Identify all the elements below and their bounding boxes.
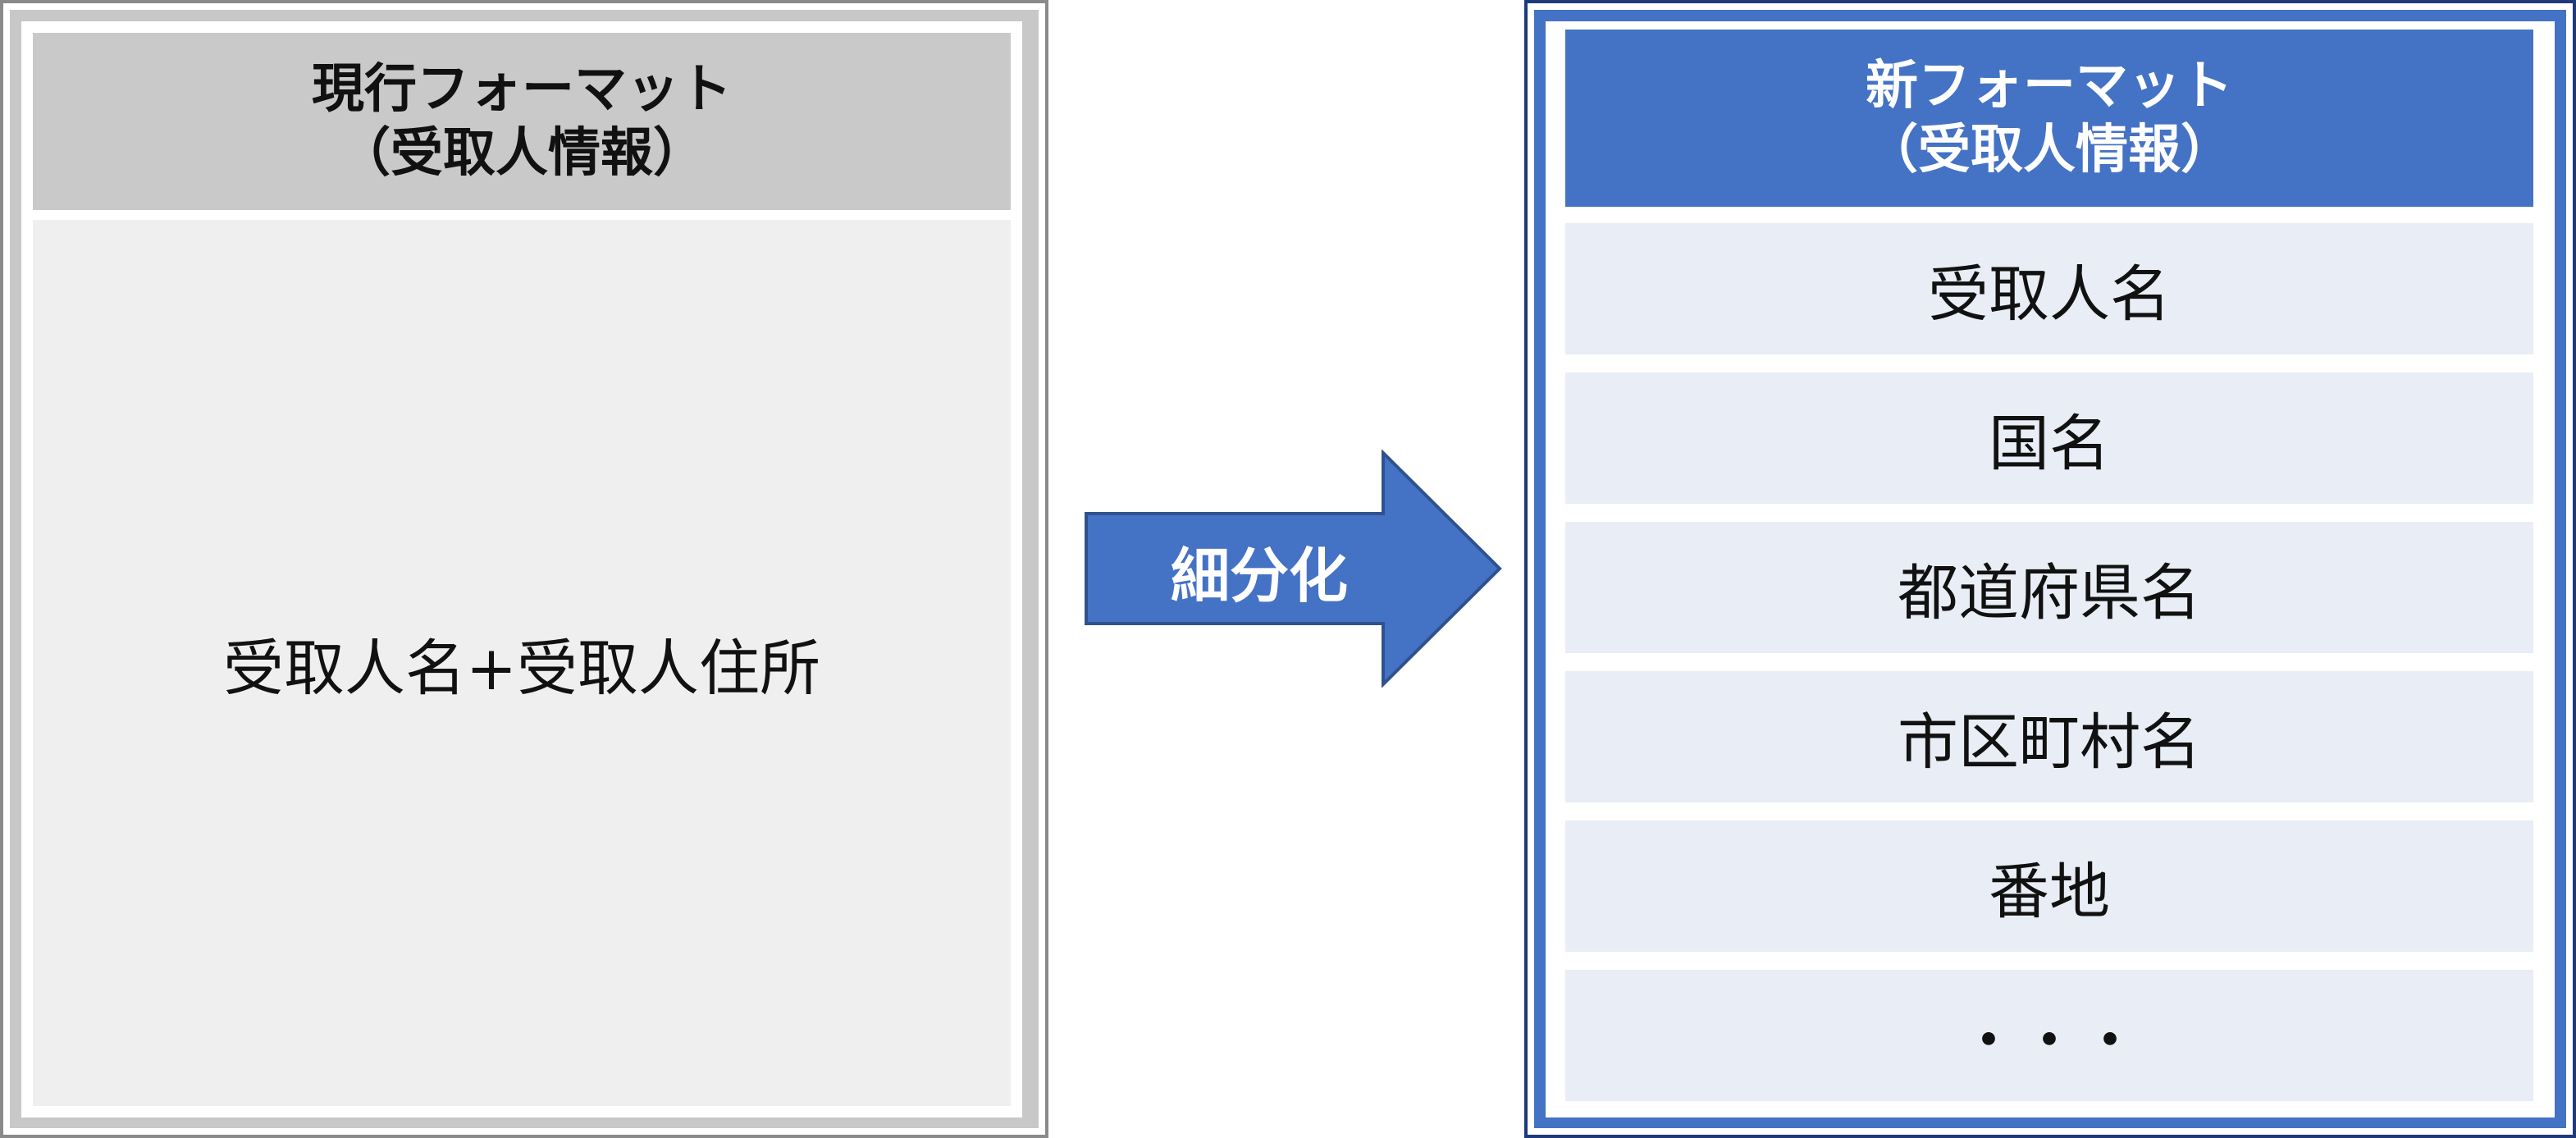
new-format-field-row: ・・・	[1565, 970, 2533, 1101]
new-format-field-row: 都道府県名	[1565, 522, 2533, 653]
current-format-title-line2: （受取人情報）	[338, 123, 706, 184]
field-prefecture-name: 都道府県名	[1898, 557, 2201, 628]
new-format-field-row: 市区町村名	[1565, 671, 2533, 802]
field-recipient-name: 受取人名	[1928, 258, 2171, 330]
arrow-shape	[1085, 450, 1502, 688]
current-format-header: 現行フォーマット （受取人情報）	[33, 33, 1011, 210]
new-format-header: 新フォーマット （受取人情報）	[1565, 30, 2533, 207]
new-format-title-line2: （受取人情報）	[1866, 120, 2233, 181]
arrow-label: 細分化	[1170, 541, 1348, 610]
current-format-panel: 現行フォーマット （受取人情報） 受取人名+受取人住所	[0, 0, 1048, 1138]
current-format-title-line1: 現行フォーマット	[312, 58, 732, 120]
current-format-content-box: 受取人名+受取人住所	[33, 220, 1011, 1106]
right-arrow-icon	[1085, 450, 1502, 688]
new-format-field-row: 受取人名	[1565, 223, 2533, 354]
field-city-name: 市区町村名	[1898, 706, 2201, 778]
new-format-title-line1: 新フォーマット	[1866, 55, 2233, 117]
current-format-content: 受取人名+受取人住所	[222, 633, 820, 704]
field-street-number: 番地	[1989, 856, 2110, 927]
field-ellipsis: ・・・	[1958, 1005, 2140, 1076]
new-format-field-row: 番地	[1565, 820, 2533, 952]
field-country-name: 国名	[1989, 408, 2110, 479]
new-format-field-row: 国名	[1565, 372, 2533, 504]
